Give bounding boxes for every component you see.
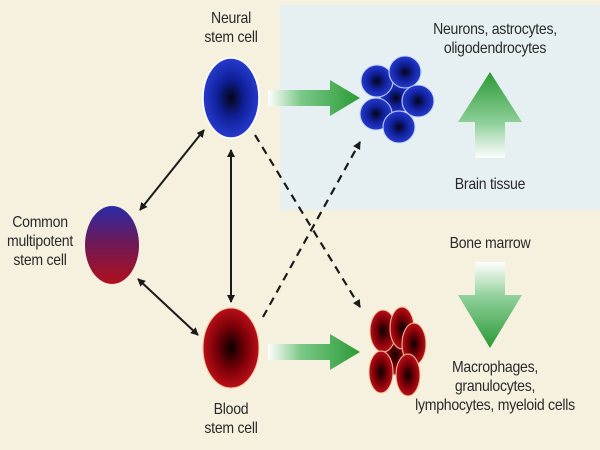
blood-cluster-cell <box>368 350 394 394</box>
label-line: granulocytes, <box>454 378 536 395</box>
arrow-common-blood <box>137 278 199 336</box>
label-line: Neural <box>211 10 251 27</box>
label-line: multipotent <box>7 233 73 250</box>
green-arrow-neural <box>268 80 360 116</box>
common-multipotent-stem-cell <box>85 206 139 284</box>
blood-cell-cluster <box>368 306 427 397</box>
label-line: Common <box>12 214 68 231</box>
dashed-blood-to-neural-cells <box>262 141 361 318</box>
label-line: stem cell <box>13 252 67 269</box>
common-stem-cell-label: Common multipotent stem cell <box>5 213 75 270</box>
label-line: oligodendrocytes <box>443 40 547 57</box>
blood-cluster-cell <box>395 353 421 397</box>
green-arrow-up-brain <box>458 72 522 158</box>
blood-stem-cell <box>202 307 260 389</box>
label-line: Macrophages, <box>451 359 539 376</box>
neural-stem-cell-label: Neural stem cell <box>200 9 262 47</box>
label-line: lymphocytes, myeloid cells <box>415 397 575 414</box>
neural-stem-cell <box>202 57 260 139</box>
neural-cluster-cell <box>382 110 416 144</box>
label-line: Neurons, astrocytes, <box>433 21 557 38</box>
brain-tissue-label: Brain tissue <box>454 176 526 193</box>
neural-cluster-cell <box>401 84 435 118</box>
blood-products-label: Macrophages, granulocytes, lymphocytes, … <box>411 358 578 415</box>
arrow-common-neural <box>139 129 205 211</box>
neural-products-label: Neurons, astrocytes, oligodendrocytes <box>429 20 561 58</box>
dashed-neural-to-blood-cells <box>254 134 361 308</box>
blood-stem-cell-label: Blood stem cell <box>200 400 262 438</box>
green-arrow-blood <box>268 334 360 370</box>
green-arrow-down-marrow <box>458 262 522 348</box>
label-line: Blood <box>213 401 249 418</box>
label-line: stem cell <box>204 420 258 437</box>
neural-cluster-cell <box>388 55 422 89</box>
label-line: stem cell <box>204 29 258 46</box>
neural-cell-cluster <box>359 55 435 144</box>
bone-marrow-label: Bone marrow <box>449 235 531 252</box>
neural-cluster-cell <box>360 64 394 98</box>
